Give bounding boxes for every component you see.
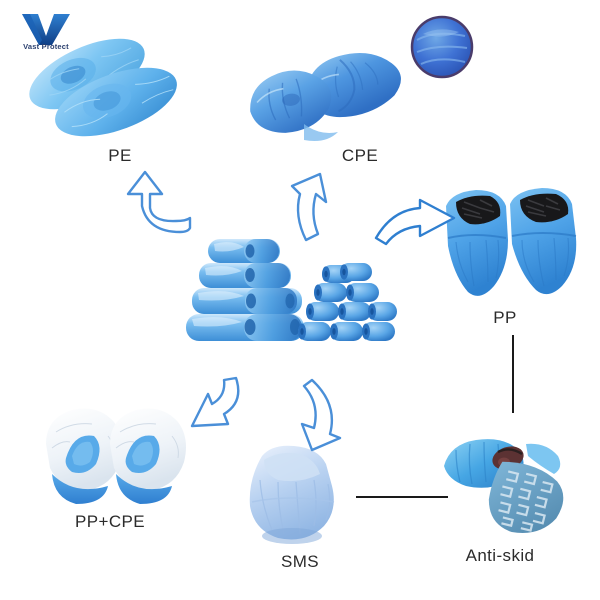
arrow-center-to-cpe: [286, 166, 370, 244]
curved-arrow-icon: [374, 198, 456, 246]
product-pe-image: [12, 26, 192, 144]
curved-arrow-icon: [126, 170, 192, 234]
label-pe: PE: [108, 146, 132, 165]
curved-arrow-icon: [190, 376, 240, 428]
label-pp: PP: [493, 308, 517, 327]
arrow-center-to-pp: [374, 198, 460, 254]
curved-arrow-icon: [290, 172, 328, 242]
label-ppcpe: PP+CPE: [75, 512, 145, 531]
product-ppcpe-image: [42, 402, 192, 514]
curved-arrow-icon: [300, 378, 342, 452]
arrow-center-to-ppcpe: [162, 376, 258, 442]
v-check-logo-icon: [22, 14, 70, 45]
connector-pp-to-antiskid: [512, 335, 514, 413]
label-sms: SMS: [280, 552, 320, 571]
center-packed-shoe-covers: [182, 222, 397, 362]
brand-logo: [8, 12, 84, 56]
brand-name: Vast Protect: [23, 42, 69, 51]
product-antiskid-image: [442, 422, 588, 540]
product-cpe-image: [242, 28, 420, 148]
arrow-center-to-pe: [112, 166, 208, 242]
product-pp-image: [436, 182, 584, 304]
connector-sms-to-antiskid: [356, 496, 448, 498]
product-sms-image: [234, 440, 362, 550]
arrow-center-to-sms: [282, 378, 364, 454]
cpe-material-closeup-inset: [409, 14, 475, 80]
label-cpe: CPE: [341, 146, 379, 165]
label-antiskid: Anti-skid: [465, 546, 535, 565]
